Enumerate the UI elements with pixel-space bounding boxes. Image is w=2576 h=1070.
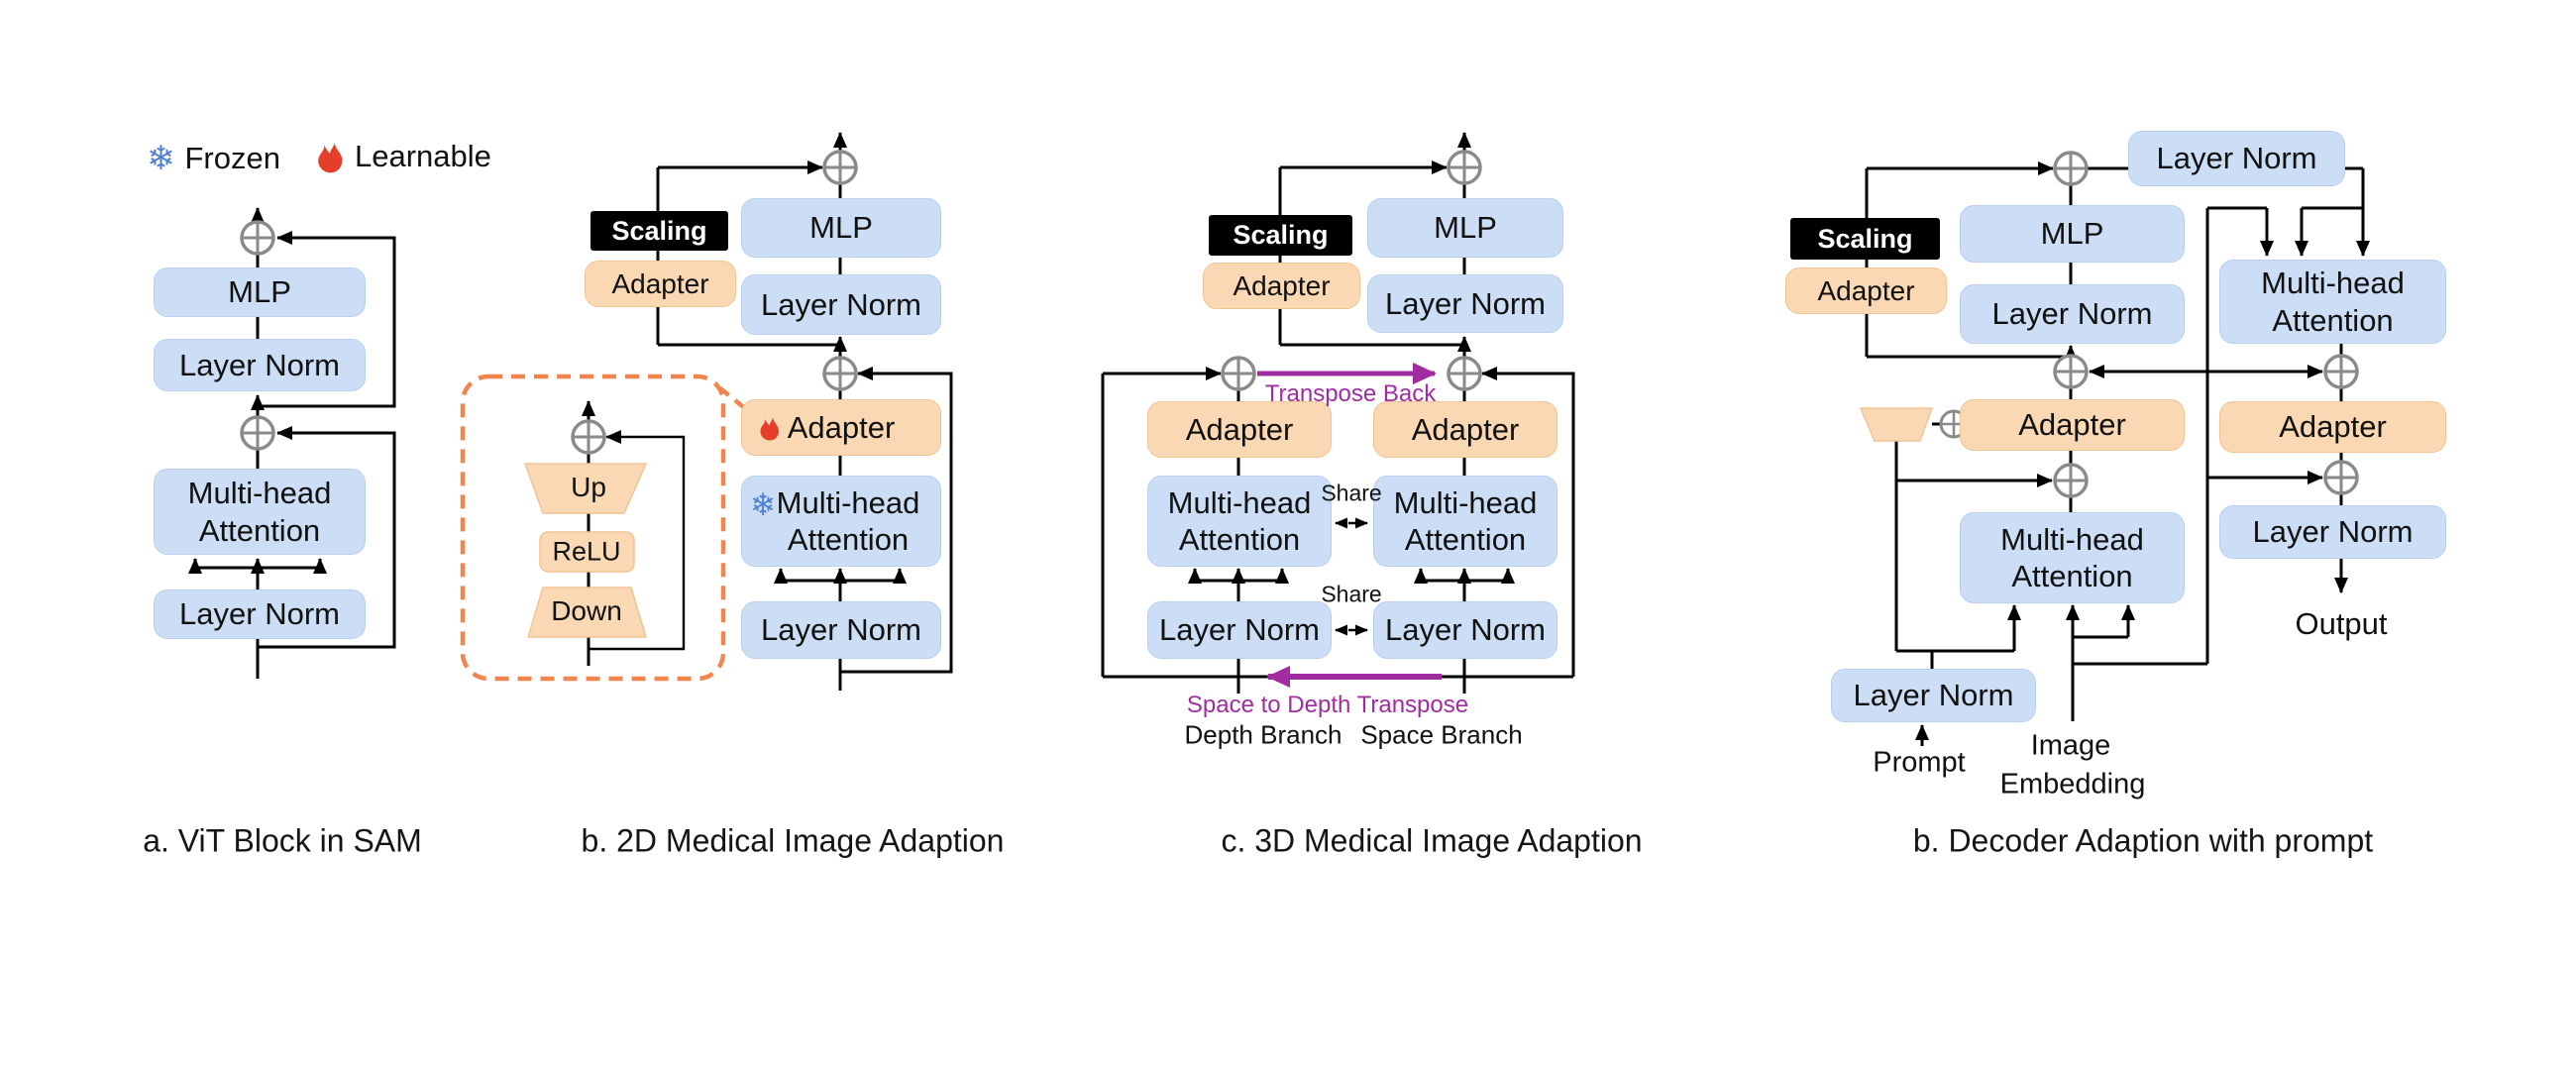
d-attention-left-box: Multi-head Attention xyxy=(1960,512,2185,603)
adapter-inset xyxy=(460,374,748,682)
c-depth-attention-box: Multi-head Attention xyxy=(1147,476,1332,567)
add-icon xyxy=(571,419,606,455)
d-scaling-box: Scaling xyxy=(1790,218,1940,260)
inset-down-label: Down xyxy=(551,595,622,626)
b-layer-norm-top-box: Layer Norm xyxy=(741,274,941,335)
panel-b-wires xyxy=(656,132,953,691)
legend-frozen: ❄ Frozen xyxy=(147,139,280,178)
d-layer-norm-prompt-box: Layer Norm xyxy=(1831,669,2036,722)
relu-box-shape xyxy=(539,531,635,573)
d-layer-norm-right-box: Layer Norm xyxy=(2219,505,2446,559)
legend-learnable: Learnable xyxy=(315,137,491,176)
flame-icon xyxy=(318,143,343,173)
b-mlp-box: MLP xyxy=(741,198,941,258)
depth-branch-label: Depth Branch xyxy=(1184,719,1342,750)
d-adapter-left-box: Adapter xyxy=(1960,399,2185,451)
down-projection-trapezoid xyxy=(526,587,648,638)
b-adapter-box: Adapter xyxy=(741,399,941,456)
d-adapter-right-box: Adapter xyxy=(2219,401,2446,453)
a-attention-box: Multi-head Attention xyxy=(154,469,366,555)
b-attention-box: ❄ Multi-head Attention xyxy=(741,476,941,567)
caption-panel-a: a. ViT Block in SAM xyxy=(143,822,422,859)
d-mlp-box: MLP xyxy=(1960,205,2185,263)
a-layer-norm-bottom-box: Layer Norm xyxy=(154,589,366,639)
snowflake-icon: ❄ xyxy=(750,487,776,522)
c-depth-layer-norm-box: Layer Norm xyxy=(1147,601,1332,659)
caption-panel-c: c. 3D Medical Image Adaption xyxy=(1221,822,1643,859)
b-scaling-box: Scaling xyxy=(590,211,728,251)
c-space-layer-norm-box: Layer Norm xyxy=(1373,601,1557,659)
caption-panel-b: b. 2D Medical Image Adaption xyxy=(581,822,1005,859)
prompt-label: Prompt xyxy=(1873,746,1966,779)
c-adapter-top-box: Adapter xyxy=(1203,263,1360,309)
up-projection-trapezoid xyxy=(523,463,648,514)
flame-icon xyxy=(760,417,779,441)
prompt-scale-trapezoid xyxy=(1859,407,1934,442)
d-attention-right-box: Multi-head Attention xyxy=(2219,260,2446,344)
a-layer-norm-top-box: Layer Norm xyxy=(154,339,366,391)
c-mlp-box: MLP xyxy=(1367,198,1563,258)
c-layer-norm-top-box: Layer Norm xyxy=(1367,274,1563,333)
c-space-attention-box: Multi-head Attention xyxy=(1373,476,1557,567)
c-space-adapter-box: Adapter xyxy=(1373,401,1557,458)
caption-panel-d: b. Decoder Adaption with prompt xyxy=(1912,822,2374,859)
snowflake-icon: ❄ xyxy=(147,140,175,177)
space-branch-label: Space Branch xyxy=(1360,719,1523,750)
panel-c-transpose-arrows xyxy=(1257,363,1442,688)
panel-d-wires xyxy=(1865,161,2370,746)
share-attention-label: Share xyxy=(1321,480,1382,506)
legend-learnable-label: Learnable xyxy=(355,139,491,173)
c-depth-adapter-box: Adapter xyxy=(1147,401,1332,458)
image-embedding-label-line1: Image xyxy=(2030,729,2111,762)
b-layer-norm-bottom-box: Layer Norm xyxy=(741,601,941,659)
c-scaling-box: Scaling xyxy=(1209,215,1352,256)
b-adapter-top-box: Adapter xyxy=(585,261,736,307)
inset-up-label: Up xyxy=(571,472,606,502)
output-label: Output xyxy=(2295,606,2388,641)
share-norm-label: Share xyxy=(1321,581,1382,607)
d-layer-norm-mid-box: Layer Norm xyxy=(1960,284,2185,344)
inset-relu-label: ReLU xyxy=(552,536,621,567)
d-layer-norm-top-box: Layer Norm xyxy=(2128,131,2345,186)
space-to-depth-label: Space to Depth Transpose xyxy=(1186,692,1469,718)
panel-a-wires xyxy=(188,207,396,679)
d-adapter-side-box: Adapter xyxy=(1785,268,1947,314)
a-mlp-box: MLP xyxy=(154,268,366,317)
legend-frozen-label: Frozen xyxy=(184,141,280,175)
image-embedding-label-line2: Embedding xyxy=(1999,768,2146,801)
panel-c-wires xyxy=(1101,132,1575,694)
transpose-back-label: Transpose Back xyxy=(1264,380,1437,407)
